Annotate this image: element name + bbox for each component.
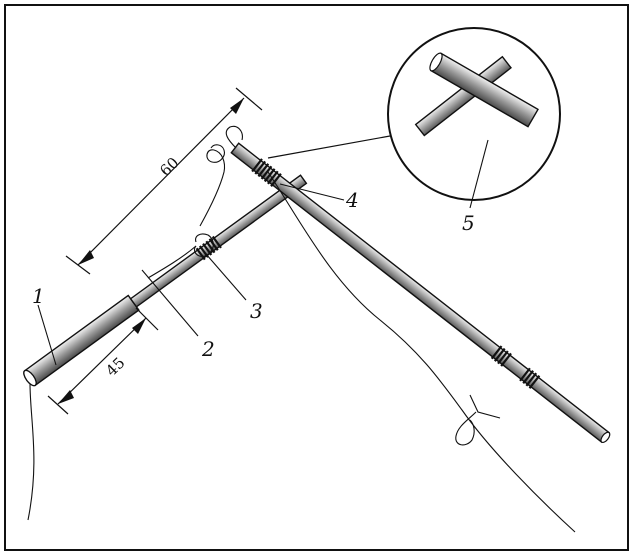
dimension-60: [65, 87, 263, 275]
leader-line: [147, 245, 197, 279]
thin-rod: [129, 174, 308, 308]
detail-cross-joint: [414, 52, 539, 137]
leader-2: [141, 269, 199, 337]
label-4: 4: [345, 188, 359, 212]
upper-leader: [199, 149, 226, 227]
running-line: [267, 171, 576, 533]
detail-leader: [267, 135, 391, 159]
leader-3: [205, 253, 247, 301]
dimension-60-label: 60: [156, 154, 182, 180]
label-1: 1: [32, 284, 45, 308]
page-frame: [4, 4, 629, 551]
top-hook: [225, 125, 243, 149]
lower-loop: [455, 411, 477, 446]
leader-5: [469, 139, 489, 209]
lower-binding: [490, 345, 541, 389]
dimension-45: [47, 307, 159, 415]
label-5: 5: [462, 211, 475, 235]
label-3: 3: [250, 299, 263, 323]
main-line: [27, 382, 35, 521]
loop-3: [193, 233, 214, 257]
label-2: 2: [201, 337, 215, 361]
upper-loop: [206, 144, 225, 163]
thick-tube: [23, 294, 140, 387]
leader-1: [37, 304, 57, 366]
long-crossbar: [230, 142, 611, 444]
leader-4: [279, 183, 345, 201]
lower-fork: [469, 394, 501, 419]
